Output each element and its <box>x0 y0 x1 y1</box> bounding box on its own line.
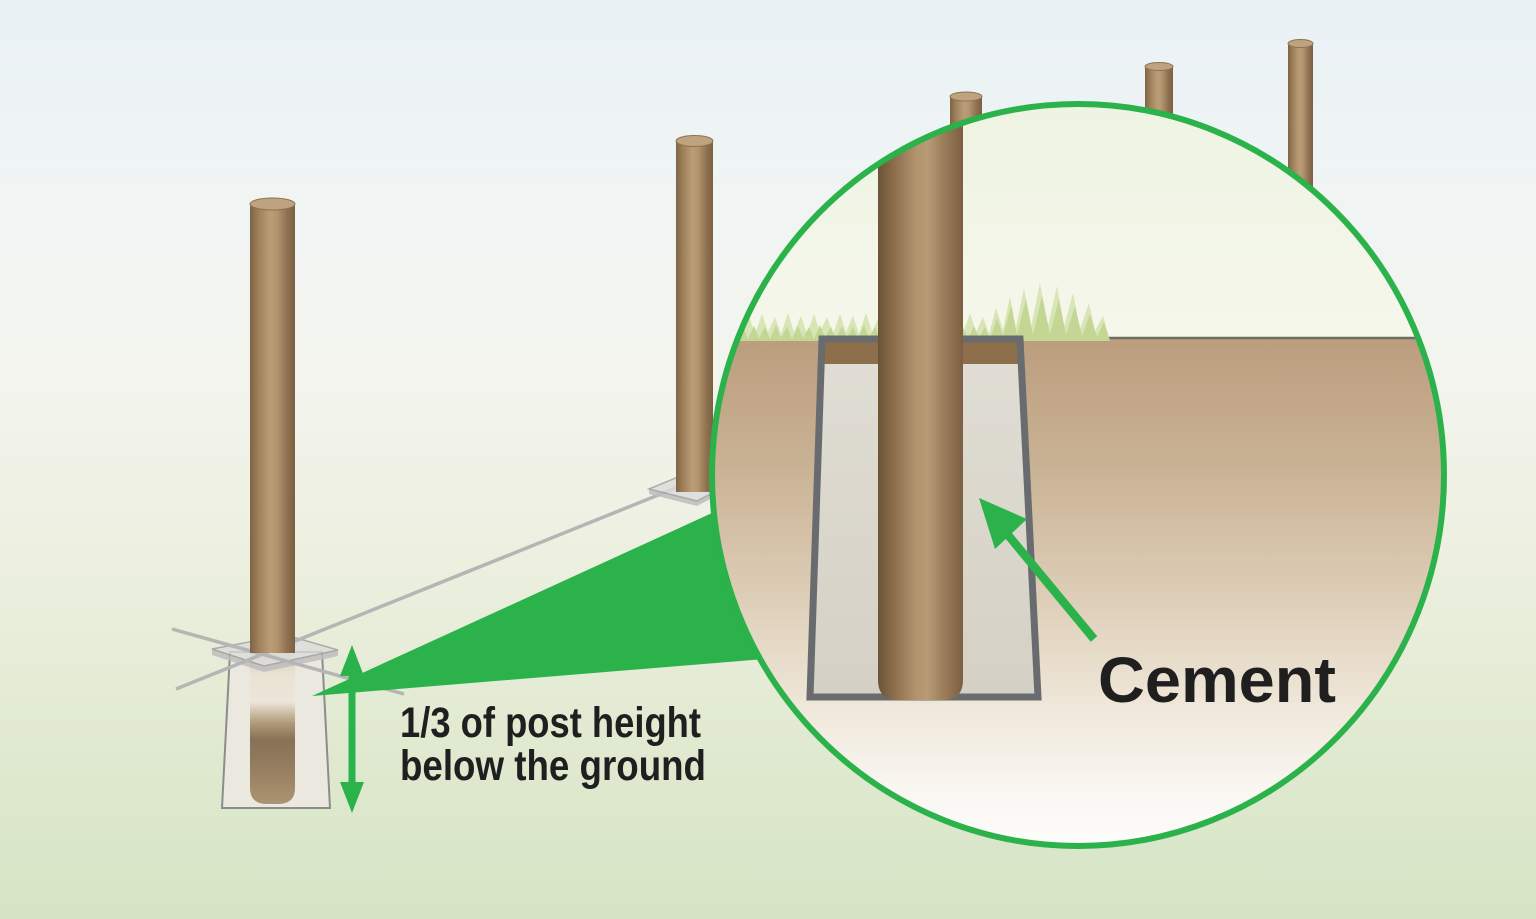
cement-label: Cement <box>1098 644 1336 716</box>
post-top-cap <box>249 197 296 211</box>
left-fence-post <box>249 197 296 653</box>
cement-form-haze <box>222 652 330 808</box>
depth-caption-line1: 1/3 of post height <box>400 699 701 747</box>
plate-edge <box>649 487 724 506</box>
post-top-cap <box>949 91 983 102</box>
grass-back-layer <box>712 283 1110 341</box>
magnified-post <box>878 104 963 700</box>
post-top-cap <box>675 135 714 147</box>
double-headed-vertical-arrow-icon <box>340 645 364 813</box>
middle-fence-post <box>675 135 714 492</box>
post-top-cap <box>1287 39 1314 48</box>
post-body <box>676 140 713 492</box>
grass-front-layer <box>712 296 1110 341</box>
depth-caption: 1/3 of post height below the ground <box>400 699 706 790</box>
post-top-cap <box>1144 62 1174 71</box>
left-post-underground <box>250 650 295 804</box>
post-body <box>250 203 295 653</box>
diagonal-pointer-arrow-icon <box>979 498 1098 642</box>
left-post-cement-form <box>220 650 332 809</box>
plate-edge <box>212 649 338 672</box>
magnifier-circle-border <box>709 101 1447 849</box>
depth-caption-line2: below the ground <box>400 742 706 790</box>
